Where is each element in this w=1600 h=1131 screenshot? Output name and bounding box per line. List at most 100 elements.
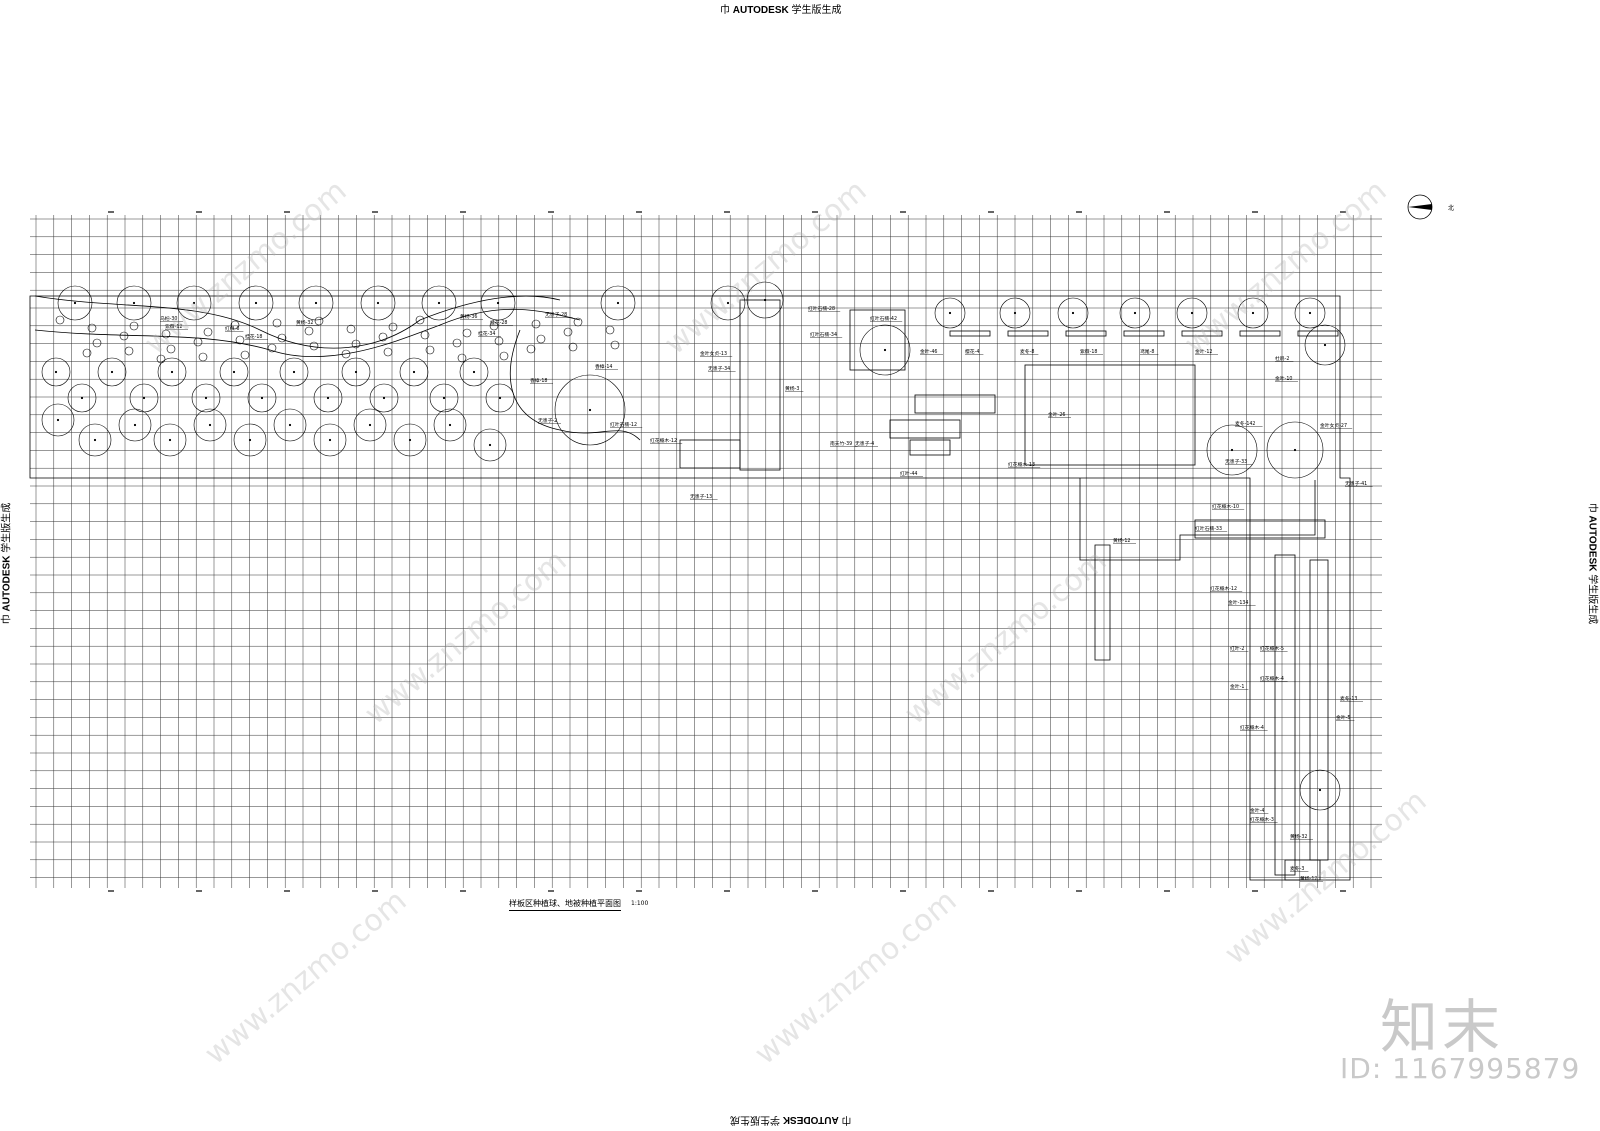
tree-symbol bbox=[480, 285, 516, 321]
tree-symbol bbox=[1206, 424, 1258, 476]
path-edge bbox=[34, 308, 581, 358]
tree-symbol bbox=[57, 285, 93, 321]
planting-bed bbox=[1284, 859, 1321, 881]
plant-label: 红叶-2 bbox=[1230, 645, 1244, 652]
axis-tick bbox=[1164, 890, 1170, 892]
plant-label: 红叶石楠-28 bbox=[808, 305, 835, 312]
tree-center bbox=[588, 408, 592, 412]
tree-symbol bbox=[279, 357, 309, 387]
plant-label: 金叶女贞-27 bbox=[1320, 422, 1347, 429]
tree-center bbox=[368, 423, 372, 427]
plant-label: 麦冬-3 bbox=[1290, 865, 1304, 872]
shrub-symbol bbox=[499, 351, 509, 361]
tree-symbol bbox=[41, 403, 75, 437]
plant-label: 红叶石楠-33 bbox=[1195, 525, 1222, 532]
shrub-symbol bbox=[277, 333, 287, 343]
axis-tick bbox=[900, 211, 906, 213]
grid-lines bbox=[30, 211, 1382, 892]
plant-label: 麦冬-13 bbox=[1340, 695, 1357, 702]
axis-tick bbox=[548, 211, 554, 213]
tree-symbol bbox=[116, 285, 152, 321]
tree-center bbox=[54, 370, 58, 374]
tree-symbol bbox=[1299, 769, 1341, 811]
tree-symbol bbox=[1176, 297, 1208, 329]
plant-label: 香樟-18 bbox=[530, 377, 547, 384]
axis-tick bbox=[460, 890, 466, 892]
tree-symbol bbox=[485, 383, 515, 413]
plant-label: 金叶-26 bbox=[1048, 411, 1065, 418]
tree-center bbox=[168, 438, 172, 442]
plant-label: 紫薇-12 bbox=[165, 323, 182, 330]
tree-symbol bbox=[746, 281, 784, 319]
paving-strip bbox=[949, 330, 991, 337]
shrub-symbol bbox=[462, 328, 472, 338]
axis-tick bbox=[812, 890, 818, 892]
planting-bed bbox=[849, 309, 906, 371]
shrub-symbol bbox=[240, 350, 250, 360]
tree-symbol bbox=[247, 383, 277, 413]
shrub-symbol bbox=[161, 329, 171, 339]
autodesk-brand: AUTODESK bbox=[732, 5, 789, 16]
plant-label: 无患子-13 bbox=[690, 493, 712, 500]
paving-strip bbox=[1297, 330, 1339, 337]
shrub-symbol bbox=[610, 340, 620, 350]
plan-title: 样板区种植球、地被种植平面图 bbox=[509, 898, 621, 911]
plant-label: 乌桕-30 bbox=[160, 315, 177, 322]
plan-scale: 1:100 bbox=[631, 900, 649, 907]
tree-symbol bbox=[1304, 324, 1346, 366]
tree-center bbox=[208, 423, 212, 427]
tree-symbol bbox=[238, 285, 274, 321]
watermark-id: ID: 1167995879 bbox=[1340, 1052, 1581, 1085]
plant-label: 黄杨-12 bbox=[1113, 537, 1130, 544]
shrub-symbol bbox=[119, 331, 129, 341]
plant-label: 金叶女贞-13 bbox=[700, 350, 727, 357]
shrub-symbol bbox=[452, 338, 462, 348]
planting-bed bbox=[1079, 478, 1316, 561]
tree-symbol bbox=[273, 408, 307, 442]
shrub-symbol bbox=[425, 345, 435, 355]
tree-symbol bbox=[1294, 297, 1326, 329]
tree-center bbox=[1323, 343, 1327, 347]
shrub-symbol bbox=[198, 352, 208, 362]
tree-center bbox=[726, 301, 730, 305]
autodesk-banner-top: 巾 AUTODESK 学生版生成 bbox=[720, 1, 842, 16]
tree-symbol bbox=[369, 383, 399, 413]
tree-symbols bbox=[41, 281, 1346, 811]
plant-label: 无患子-34 bbox=[708, 365, 730, 372]
tree-center bbox=[1230, 448, 1234, 452]
tree-symbol bbox=[219, 357, 249, 387]
plant-label: 红花檵木-13 bbox=[1008, 461, 1035, 468]
tree-center bbox=[80, 396, 84, 400]
shrub-symbol bbox=[203, 327, 213, 337]
axis-tick bbox=[196, 890, 202, 892]
shrub-symbol bbox=[415, 315, 425, 325]
axis-tick bbox=[196, 211, 202, 213]
tree-symbol bbox=[118, 408, 152, 442]
shrub-symbol bbox=[235, 335, 245, 345]
axis-tick bbox=[372, 211, 378, 213]
tree-center bbox=[133, 423, 137, 427]
tree-center bbox=[328, 438, 332, 442]
tree-symbol bbox=[193, 408, 227, 442]
tree-center bbox=[442, 396, 446, 400]
tree-symbol bbox=[433, 408, 467, 442]
plant-label: 紫薇-18 bbox=[1080, 348, 1097, 355]
tree-symbol bbox=[399, 357, 429, 387]
tree-center bbox=[1190, 311, 1194, 315]
paving-strip bbox=[1007, 330, 1049, 337]
shrub-symbol bbox=[267, 343, 277, 353]
shrub-symbol bbox=[346, 324, 356, 334]
tree-center bbox=[142, 396, 146, 400]
plant-label: 无患子-2 bbox=[538, 417, 557, 424]
tree-symbol bbox=[554, 374, 626, 446]
shrub-symbol bbox=[341, 349, 351, 359]
shrub-symbol bbox=[568, 342, 578, 352]
shrub-symbol bbox=[563, 327, 573, 337]
tree-center bbox=[1251, 311, 1255, 315]
tree-center bbox=[376, 301, 380, 305]
plant-label: 红花檵木-3 bbox=[1250, 816, 1274, 823]
planting-bed bbox=[679, 439, 741, 469]
tree-symbol bbox=[153, 423, 187, 457]
tree-center bbox=[314, 301, 318, 305]
tree-center bbox=[73, 301, 77, 305]
